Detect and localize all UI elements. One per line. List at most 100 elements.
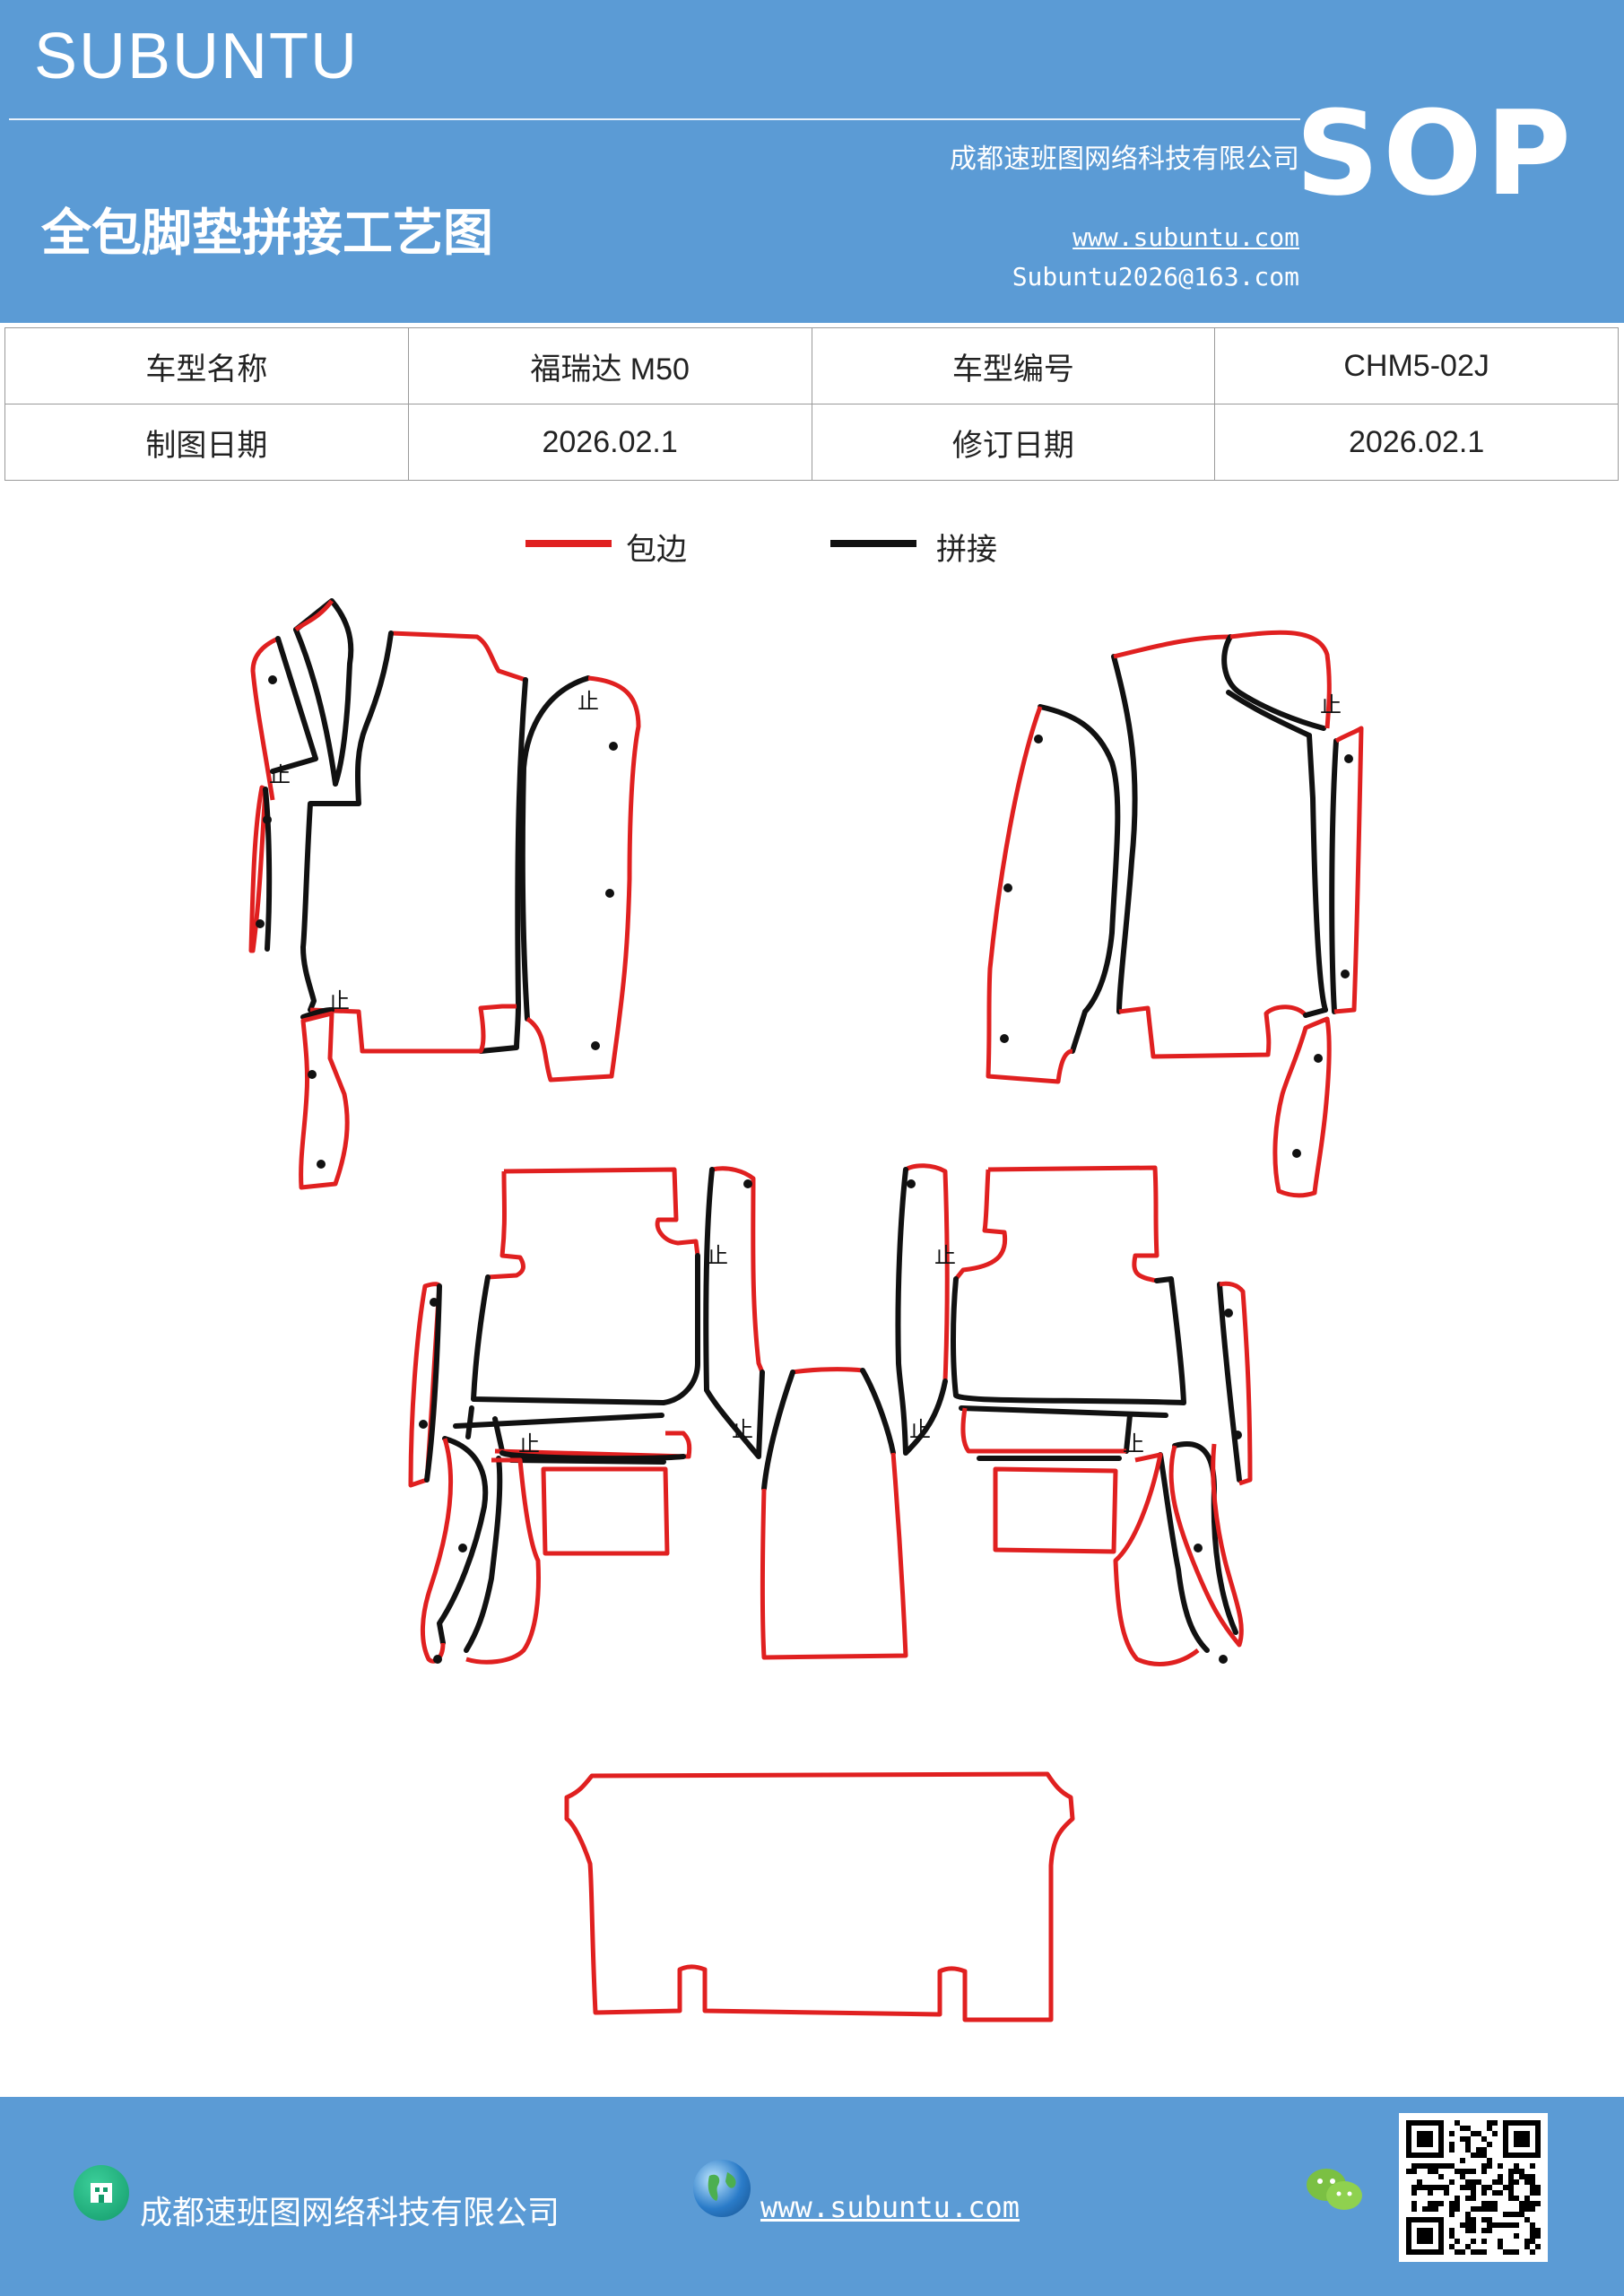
second-row-left-mats: 止 止 止	[408, 1166, 765, 1665]
footer-website-link[interactable]: www.subuntu.com	[760, 2190, 1020, 2224]
marker-dot	[1341, 970, 1350, 978]
stop-mark: 止	[518, 1431, 540, 1457]
model-name-value: 福瑞达 M50	[407, 327, 812, 404]
marker-dot	[1034, 735, 1043, 744]
stop-mark: 止	[578, 689, 599, 714]
mat-splice	[300, 631, 394, 1013]
model-name-label: 车型名称	[4, 327, 409, 404]
mat-splice	[1124, 1413, 1133, 1454]
marker-dot	[419, 1420, 428, 1429]
mat-splice	[499, 1450, 686, 1462]
info-table: 车型名称 福瑞达 M50 车型编号 CHM5-02J 制图日期 2026.02.…	[4, 327, 1619, 481]
mat-edge	[248, 785, 268, 953]
mat-edge	[250, 636, 280, 801]
legend-swatch-splice	[830, 540, 916, 547]
mat-edge	[564, 1771, 1075, 2022]
table-row: 车型名称 福瑞达 M50 车型编号 CHM5-02J	[4, 327, 1619, 404]
mat-edge	[1333, 726, 1364, 1014]
mat-splice	[1158, 1452, 1210, 1653]
mat-splice	[1307, 733, 1328, 1013]
mat-edge	[993, 1466, 1118, 1554]
mat-splice	[465, 1405, 474, 1439]
model-code-value: CHM5-02J	[1214, 327, 1619, 404]
mat-splice	[1111, 654, 1138, 1014]
mat-edge	[1118, 1004, 1307, 1059]
mat-edge	[503, 1167, 700, 1257]
mat-edge	[1113, 634, 1231, 659]
marker-dot	[1194, 1544, 1203, 1552]
revise-date-label: 修订日期	[811, 404, 1216, 481]
header-banner: SUBUNTU 成都速班图网络科技有限公司 全包脚垫拼接工艺图 www.subu…	[0, 0, 1624, 323]
header-website-link[interactable]: www.subuntu.com	[1073, 222, 1299, 252]
revise-date-value: 2026.02.1	[1214, 404, 1619, 481]
mat-splice	[1226, 690, 1312, 738]
header-email: Subuntu2026@163.com	[1012, 262, 1299, 291]
marker-dot	[605, 889, 614, 898]
mat-edge	[986, 706, 1073, 1084]
legend-label-edge: 包边	[626, 532, 687, 568]
mat-splice	[263, 787, 273, 952]
mat-splice	[478, 677, 528, 1054]
mat-splice	[1329, 738, 1339, 1014]
marker-dot	[433, 1655, 442, 1664]
footer: 成都速班图网络科技有限公司 www.subuntu.com	[0, 2097, 1624, 2296]
header-divider	[9, 118, 1300, 120]
marker-dot	[1314, 1054, 1323, 1063]
mat-splice	[300, 1007, 334, 1020]
legend: 包边 拼接	[0, 525, 1624, 570]
mat-edge	[390, 631, 526, 683]
mat-edge	[1168, 1443, 1244, 1648]
marker-dot	[308, 1070, 317, 1079]
marker-dot	[609, 742, 618, 751]
mat-splice	[959, 1405, 1168, 1418]
mat-edge	[541, 1466, 670, 1556]
mat-edge	[960, 1407, 1126, 1454]
sop-badge: SOP	[1295, 85, 1575, 222]
stop-mark: 止	[909, 1417, 931, 1442]
stop-mark: 止	[707, 1243, 728, 1268]
mat-edge	[760, 1452, 908, 1660]
marker-dot	[263, 815, 272, 824]
mat-edge	[525, 675, 641, 1083]
mat-edge	[294, 599, 334, 632]
page-title: 全包脚垫拼接工艺图	[41, 204, 493, 263]
marker-dot	[1344, 754, 1353, 763]
mat-splice	[1303, 1007, 1328, 1018]
stop-mark: 止	[1320, 692, 1342, 718]
mat-edge	[1219, 1281, 1253, 1486]
mat-splice	[951, 1276, 1186, 1405]
mat-edge	[494, 1431, 692, 1459]
second-row-right-mats: 止 止 止	[895, 1163, 1253, 1666]
marker-dot	[1233, 1431, 1242, 1439]
model-code-label: 车型编号	[811, 327, 1216, 404]
draw-date-value: 2026.02.1	[407, 404, 812, 481]
mat-splice	[453, 1413, 664, 1429]
marker-dot	[1224, 1309, 1233, 1318]
mat-splice	[703, 1167, 765, 1459]
mat-splice	[1221, 634, 1326, 731]
wechat-icon[interactable]	[1305, 2165, 1364, 2215]
mat-edge	[487, 1170, 525, 1280]
floor-mat-diagram: 止 止 止 止	[248, 598, 1364, 2022]
mat-edge	[299, 1011, 350, 1190]
marker-dot	[268, 675, 277, 684]
mat-edge	[711, 1166, 765, 1373]
mat-splice	[895, 1167, 948, 1456]
globe-icon	[693, 2160, 751, 2217]
mat-edge	[309, 1004, 517, 1054]
mat-splice	[270, 636, 318, 774]
mat-splice	[860, 1368, 896, 1456]
marker-dot	[1219, 1655, 1228, 1664]
mat-splice	[1038, 704, 1121, 1054]
footer-company: 成都速班图网络科技有限公司	[140, 2195, 560, 2231]
mat-edge	[1272, 1016, 1332, 1198]
mat-splice	[464, 1456, 503, 1653]
mat-splice	[761, 1370, 795, 1492]
draw-date-label: 制图日期	[4, 404, 409, 481]
front-left-mats: 止 止 止	[248, 598, 641, 1190]
marker-dot	[907, 1179, 916, 1188]
legend-label-splice: 拼接	[936, 532, 997, 568]
legend-swatch-edge	[525, 540, 612, 547]
marker-dot	[743, 1179, 752, 1188]
marker-dot	[317, 1160, 326, 1169]
